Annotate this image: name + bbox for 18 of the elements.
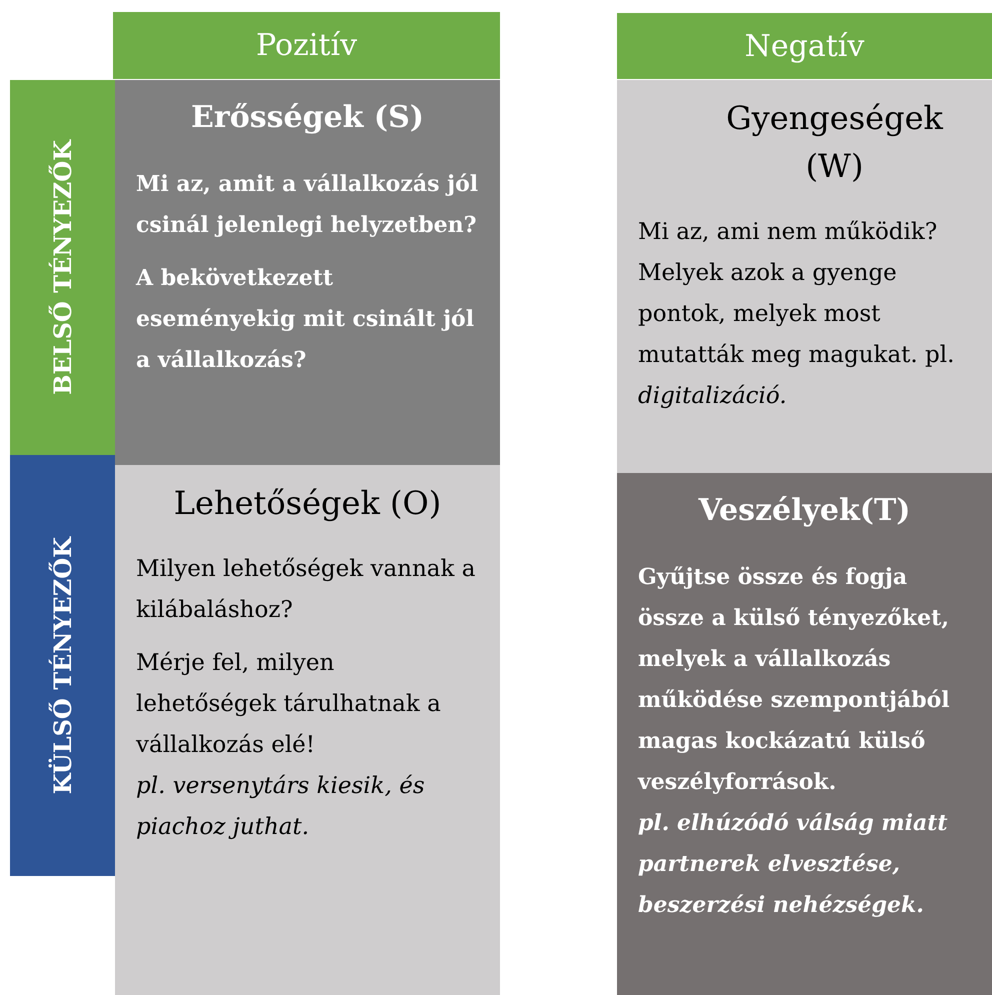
quadrant-heading: Lehetőségek (O) (172, 483, 442, 524)
quadrant-text: Mi az, ami nem működik? Melyek azok a gyenge pontok, melyek most mutatták meg magukat. pl. digitalizáció. (638, 218, 956, 411)
quadrant-text: A bekövetkezett eseményekig mit csinált jól a vállalkozás? (136, 264, 476, 375)
quadrant-text: Milyen lehetőségek vannak a kilábaláshoz? (136, 555, 476, 625)
quadrant-heading: Erősségek (S) (190, 99, 425, 137)
quadrant-text: Mi az, amit a vállalkozás jól csinál jelenlegi helyzetben? (136, 170, 479, 240)
quadrant-text: Gyűjtse össze és fogja össze a külső tényezőket, melyek a vállalkozás működése szempontjából magas kockázatú külső veszélyforrások. pl. elhúzódó válság miatt partnerek elvesztése, beszerzési nehézségek. (638, 563, 951, 920)
row-band: KÜLSŐ TÉNYEZŐK (10, 455, 115, 876)
column-header: Pozitív (113, 12, 500, 79)
column-header: Negatív (617, 13, 992, 79)
quadrant-box (617, 473, 992, 995)
quadrant-box (617, 80, 992, 473)
quadrant-box (115, 80, 500, 465)
quadrant-heading: Veszélyek(T) (697, 492, 912, 530)
quadrant-box (115, 465, 500, 995)
quadrant-heading: Gyengeségek (W) (725, 98, 944, 187)
quadrant-text: Mérje fel, milyen lehetőségek tárulhatnak a vállalkozás elé! pl. versenytárs kiesik, és piachoz juthat. (136, 649, 442, 842)
row-band: BELSŐ TÉNYEZŐK (10, 80, 115, 455)
